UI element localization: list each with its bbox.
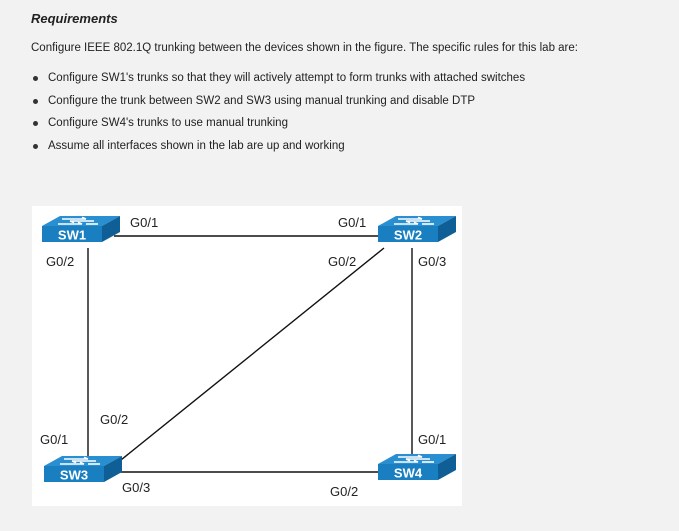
bullet-icon: [33, 76, 38, 81]
bullet-icon: [33, 98, 38, 104]
port-label-sw3-g02: G0/2: [100, 412, 128, 427]
port-label-sw2-g01: G0/1: [338, 215, 366, 230]
switch-sw4-icon[interactable]: SW4: [377, 453, 457, 481]
switch-sw3-icon[interactable]: SW3: [43, 455, 123, 483]
topology-diagram: SW1 SW2 SW3 SW4 G0/1 G0/2 G0/1 G0/2 G0/3…: [40, 215, 457, 499]
port-label-sw3-g03: G0/3: [122, 480, 150, 495]
switch-sw2-label: SW2: [394, 228, 422, 243]
port-label-sw3-g01: G0/1: [40, 432, 68, 447]
requirements-heading: Requirements: [31, 11, 118, 26]
bullet-icon: [33, 121, 38, 126]
switch-sw4-label: SW4: [394, 466, 423, 481]
port-label-sw2-g02: G0/2: [328, 254, 356, 269]
port-label-sw4-g01: G0/1: [418, 432, 446, 447]
topology-figure: SW1 SW2 SW3 SW4 G0/1 G0/2 G0/1 G0/2 G0/3…: [32, 206, 462, 506]
port-label-sw1-g02: G0/2: [46, 254, 74, 269]
port-label-sw4-g02: G0/2: [330, 484, 358, 499]
switch-sw1-label: SW1: [58, 228, 86, 243]
rule-text: Configure SW4's trunks to use manual tru…: [48, 117, 288, 129]
port-label-sw2-g03: G0/3: [418, 254, 446, 269]
rule-item: Configure SW4's trunks to use manual tru…: [31, 112, 525, 135]
switch-sw2-icon[interactable]: SW2: [377, 215, 457, 243]
rules-list: Configure SW1's trunks so that they will…: [31, 67, 525, 157]
switch-sw1-icon[interactable]: SW1: [41, 215, 121, 243]
rule-text: Configure SW1's trunks so that they will…: [48, 72, 526, 84]
rule-item: Configure SW1's trunks so that they will…: [31, 67, 525, 90]
port-label-sw1-g01: G0/1: [130, 215, 158, 230]
bullet-icon: [33, 143, 38, 149]
rule-text: Configure the trunk between SW2 and SW3 …: [48, 94, 476, 107]
link-sw2-sw3: [115, 247, 385, 465]
rule-item: Assume all interfaces shown in the lab a…: [31, 135, 525, 158]
requirements-intro: Configure IEEE 802.1Q trunking between t…: [31, 42, 578, 54]
switch-sw3-label: SW3: [60, 468, 88, 483]
rule-item: Configure the trunk between SW2 and SW3 …: [31, 90, 525, 113]
rule-text: Assume all interfaces shown in the lab a…: [48, 139, 345, 152]
